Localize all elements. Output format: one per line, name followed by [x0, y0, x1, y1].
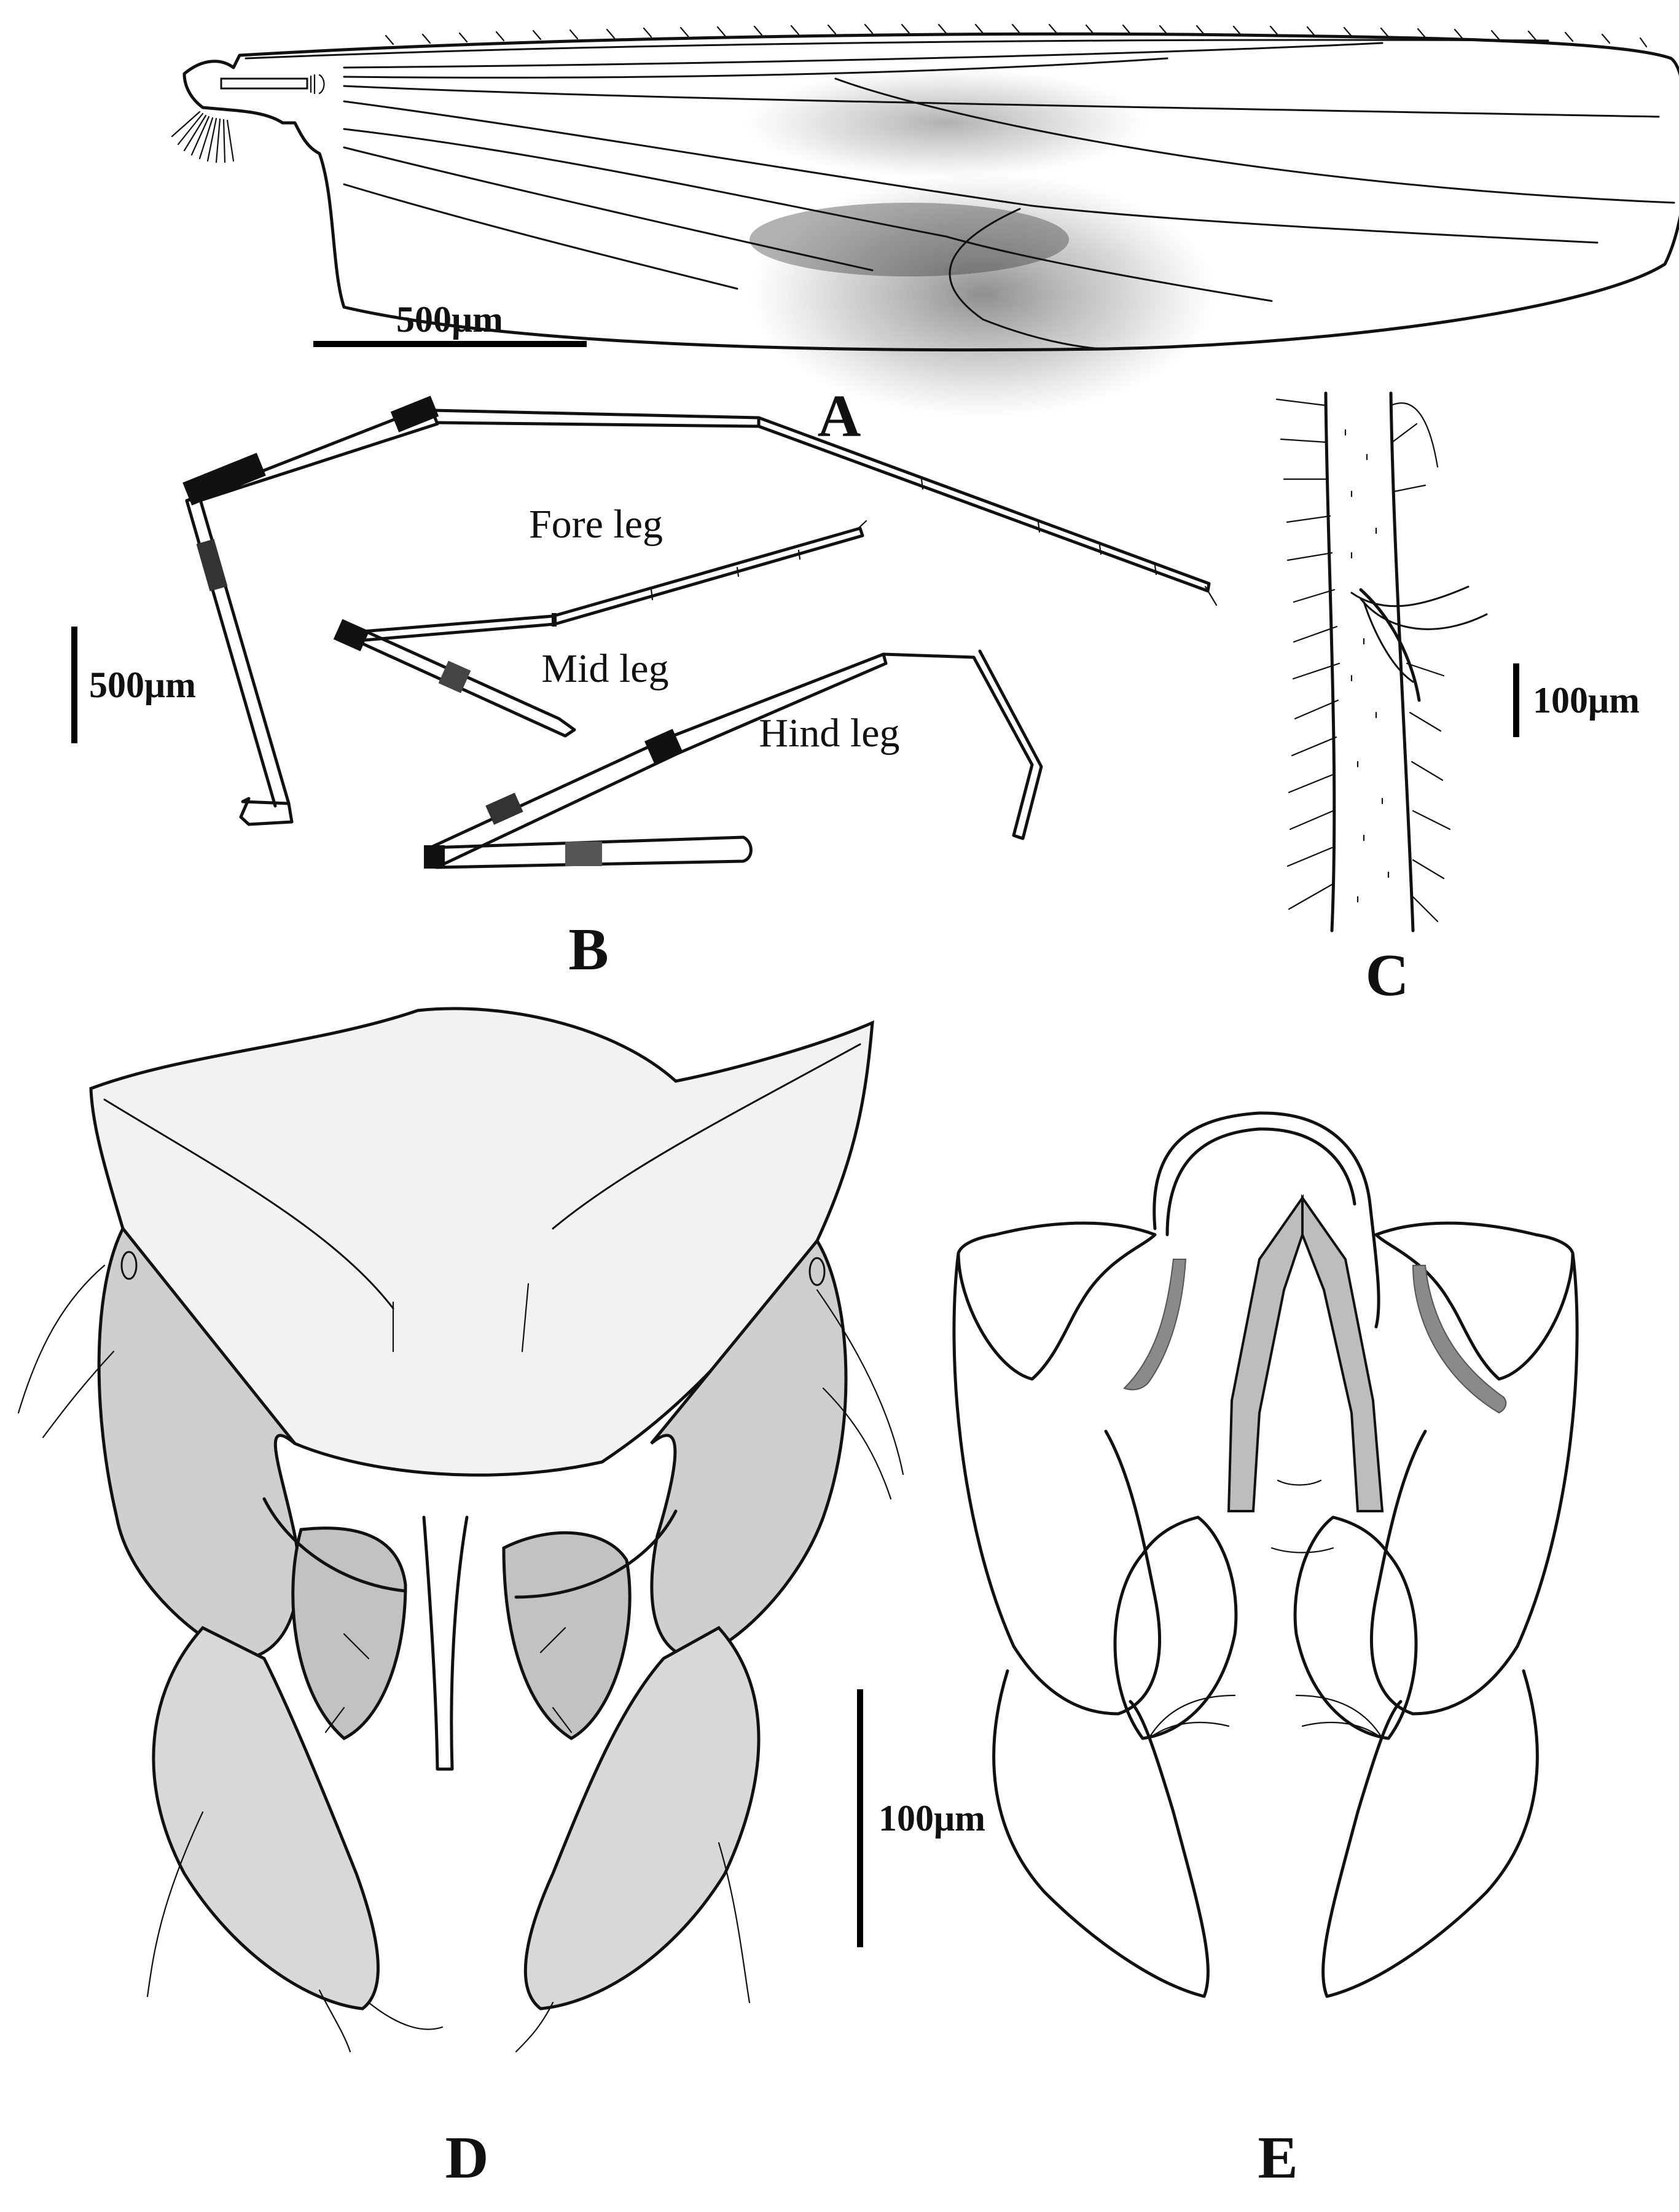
fore-leg-drawing — [182, 396, 1218, 826]
wing-drawing — [171, 23, 1679, 418]
hind-leg-label: Hind leg — [759, 711, 899, 756]
scale-label-a: 500μm — [396, 299, 503, 340]
panel-label-e: E — [1258, 2125, 1297, 2191]
panel-label-a: A — [818, 383, 861, 450]
panel-label-c: C — [1366, 942, 1409, 1009]
hypopygium-dorsal-drawing — [17, 1007, 904, 2053]
hind-leg-drawing — [424, 649, 1043, 869]
tibia-detail-drawing — [1275, 391, 1488, 932]
fore-leg-label: Fore leg — [529, 502, 663, 547]
hypopygium-ventral-drawing — [952, 1111, 1579, 1998]
scale-label-c: 100μm — [1533, 680, 1640, 721]
mid-leg-drawing — [333, 520, 867, 738]
panel-label-d: D — [445, 2125, 489, 2191]
scale-label-d: 100μm — [879, 1798, 985, 1839]
panel-label-b: B — [568, 916, 608, 983]
mid-leg-label: Mid leg — [541, 646, 668, 691]
scale-label-b: 500μm — [89, 665, 196, 705]
